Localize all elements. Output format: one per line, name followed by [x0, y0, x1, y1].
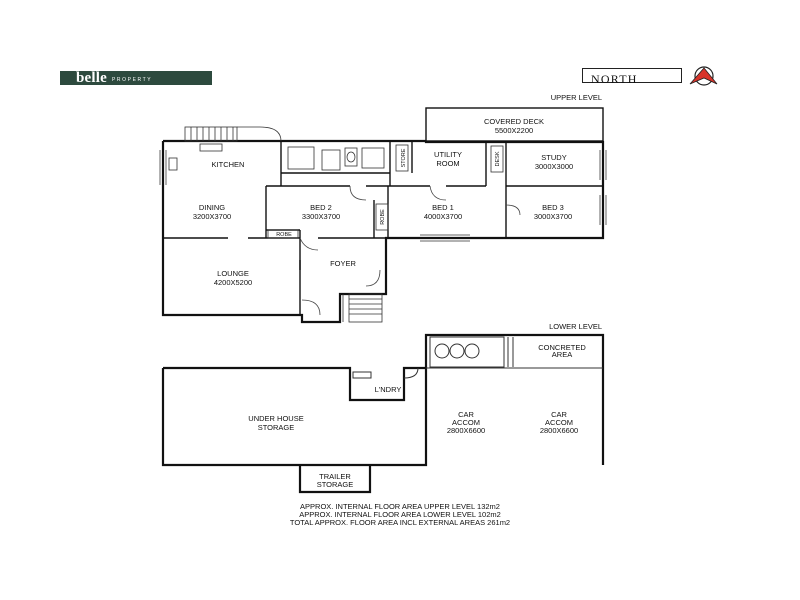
- label-concreted-2: AREA: [552, 350, 572, 359]
- dims-bed-2: 3300X3700: [302, 212, 340, 221]
- label-car-1b: ACCOM: [452, 418, 480, 427]
- bath-fixture: [287, 146, 315, 170]
- shower-fixture: [321, 149, 341, 171]
- under-house-storage-walls: [161, 366, 428, 467]
- label-car-1a: CAR: [458, 410, 474, 419]
- label-robe-left: ROBE: [276, 232, 292, 238]
- label-covered-deck: COVERED DECK: [484, 117, 544, 126]
- area-upper-text: APPROX. INTERNAL FLOOR AREA UPPER LEVEL …: [300, 502, 500, 511]
- dims-dining: 3200X3700: [193, 212, 231, 221]
- stove-fixture: [199, 143, 223, 152]
- dims-car-1: 2800X6600: [447, 426, 485, 435]
- label-store: STORE: [401, 148, 407, 167]
- vanity-fixture: [361, 147, 385, 169]
- label-kitchen: KITCHEN: [212, 160, 245, 169]
- label-concreted-1: CONCRETED: [538, 343, 586, 352]
- dims-lounge: 4200X5200: [214, 278, 252, 287]
- store-box: [395, 144, 409, 172]
- robe-left-box: [267, 229, 299, 239]
- logo-brand: belle: [76, 70, 107, 86]
- toilet-fixture: [344, 147, 358, 167]
- north-arrow-icon: [689, 66, 718, 86]
- label-laundry: L'NDRY: [375, 385, 402, 394]
- label-under-house-1: UNDER HOUSE: [248, 414, 303, 423]
- logo-sub: PROPERTY: [112, 76, 153, 83]
- north-label-box: NORTH: [582, 68, 682, 86]
- label-car-2a: CAR: [551, 410, 567, 419]
- covered-deck: [425, 107, 604, 142]
- concreted-area-left: [429, 336, 505, 368]
- label-study: STUDY: [541, 153, 566, 162]
- label-dining: DINING: [199, 203, 225, 212]
- label-desk: DESK: [495, 151, 501, 166]
- label-utility-2: ROOM: [436, 159, 459, 168]
- belle-property-logo: belle PROPERTY: [60, 70, 212, 86]
- dims-study: 3000X3000: [535, 162, 573, 171]
- trailer-storage-walls: [298, 465, 372, 494]
- label-utility-1: UTILITY: [434, 150, 462, 159]
- upper-outer-wall: [161, 139, 605, 324]
- label-car-2b: ACCOM: [545, 418, 573, 427]
- area-lower-text: APPROX. INTERNAL FLOOR AREA LOWER LEVEL …: [299, 510, 501, 519]
- north-label: NORTH: [591, 72, 638, 86]
- label-foyer: FOYER: [330, 259, 356, 268]
- dims-car-2: 2800X6600: [540, 426, 578, 435]
- north-compass: NORTH: [582, 66, 740, 86]
- label-bed-1: BED 1: [432, 203, 454, 212]
- label-under-house-2: STORAGE: [258, 423, 295, 432]
- label-lower-level: LOWER LEVEL: [549, 322, 602, 331]
- area-total-text: TOTAL APPROX. FLOOR AREA INCL EXTERNAL A…: [289, 518, 511, 527]
- desk-box: [490, 145, 504, 173]
- label-bed-2: BED 2: [310, 203, 332, 212]
- dims-bed-3: 3000X3700: [534, 212, 572, 221]
- label-robe-mid: ROBE: [380, 209, 386, 225]
- robe-mid-box: [375, 203, 389, 231]
- stairs-top: [184, 126, 282, 142]
- label-trailer-2: STORAGE: [317, 480, 354, 489]
- stairs-foyer: [342, 293, 383, 323]
- dims-covered-deck: 5500X2200: [495, 126, 533, 135]
- sink-fixture: [168, 157, 178, 171]
- carport-walls: [424, 333, 605, 465]
- label-bed-3: BED 3: [542, 203, 564, 212]
- label-lounge: LOUNGE: [217, 269, 249, 278]
- label-upper-level: UPPER LEVEL: [551, 93, 602, 102]
- dims-bed-1: 4000X3700: [424, 212, 462, 221]
- label-trailer-1: TRAILER: [319, 472, 351, 481]
